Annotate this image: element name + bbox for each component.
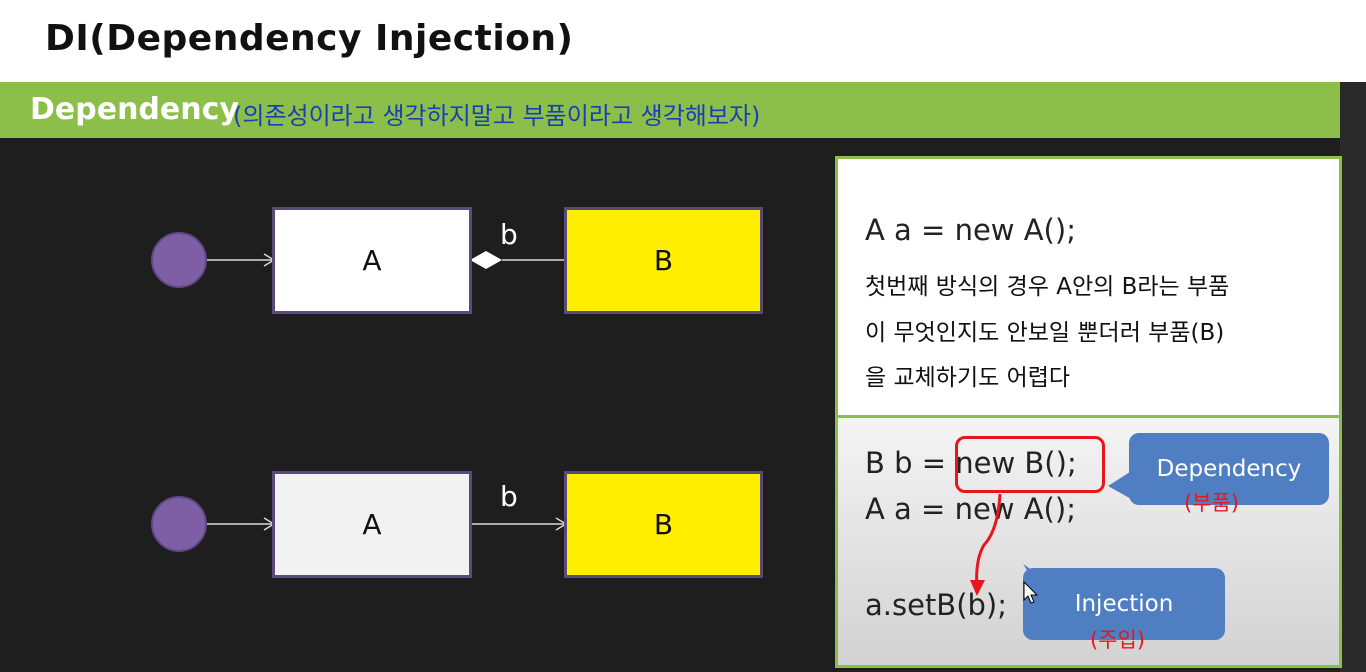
box-a-1-label: A: [362, 244, 382, 277]
code-line-new-a-2: A a = new A();: [865, 492, 1076, 526]
code-line-setb: a.setB(b);: [865, 588, 1008, 622]
box-b-1-label: B: [653, 244, 674, 277]
panel-top: A a = new A(); 첫번째 방식의 경우 A안의 B라는 부품 이 무…: [838, 159, 1339, 418]
box-a-2: A: [272, 471, 472, 578]
box-b-2-label: B: [653, 508, 674, 541]
section-title: Dependency: [30, 92, 239, 127]
code-panel: A a = new A(); 첫번째 방식의 경우 A안의 B라는 부품 이 무…: [835, 156, 1342, 668]
code-line-new-b: B b = new B();: [865, 446, 1077, 480]
section-note: (의존성이라고 생각하지말고 부품이라고 생각해보자): [233, 102, 761, 130]
injection-callout-label: Injection: [1074, 591, 1174, 617]
dependency-callout: Dependency: [1129, 433, 1329, 505]
dependency-callout-sub: (부품): [1184, 491, 1240, 515]
panel-bottom: B b = new B(); A a = new A(); a.setB(b);…: [838, 418, 1339, 665]
code-line-new-a: A a = new A();: [865, 213, 1076, 247]
slide-title-bar: DI(Dependency Injection): [0, 0, 1366, 82]
desc-line-2: 이 무엇인지도 안보일 뿐더러 부품(B): [865, 320, 1225, 346]
box-b-2: B: [564, 471, 763, 578]
edge-label-b-1: b: [500, 218, 518, 251]
box-a-1: A: [272, 207, 472, 314]
desc-line-3: 을 교체하기도 어렵다: [865, 365, 1071, 391]
injection-arrow: [975, 493, 1002, 589]
box-a-2-label: A: [362, 508, 382, 541]
section-bar: Dependency (의존성이라고 생각하지말고 부품이라고 생각해보자): [0, 82, 1366, 138]
injection-arrowhead: [970, 580, 985, 596]
dependency-callout-label: Dependency: [1156, 456, 1302, 482]
slide-title: DI(Dependency Injection): [45, 18, 574, 59]
injection-callout-tail: [1023, 564, 1041, 592]
mouse-cursor-icon: [1023, 580, 1039, 604]
diagram-connectors: [207, 251, 568, 531]
aggregation-diamond: [470, 251, 502, 269]
injection-callout-sub: (주입): [1090, 628, 1146, 652]
injection-callout: Injection: [1023, 568, 1225, 640]
actor-circle-2: [151, 496, 207, 552]
desc-line-1: 첫번째 방식의 경우 A안의 B라는 부품: [865, 274, 1230, 300]
dependency-callout-tail: [1108, 470, 1133, 500]
box-b-1: B: [564, 207, 763, 314]
new-b-highlight: [955, 436, 1105, 493]
slide-edge: [1340, 82, 1366, 672]
actor-circle-1: [151, 232, 207, 288]
edge-label-b-2: b: [500, 480, 518, 513]
